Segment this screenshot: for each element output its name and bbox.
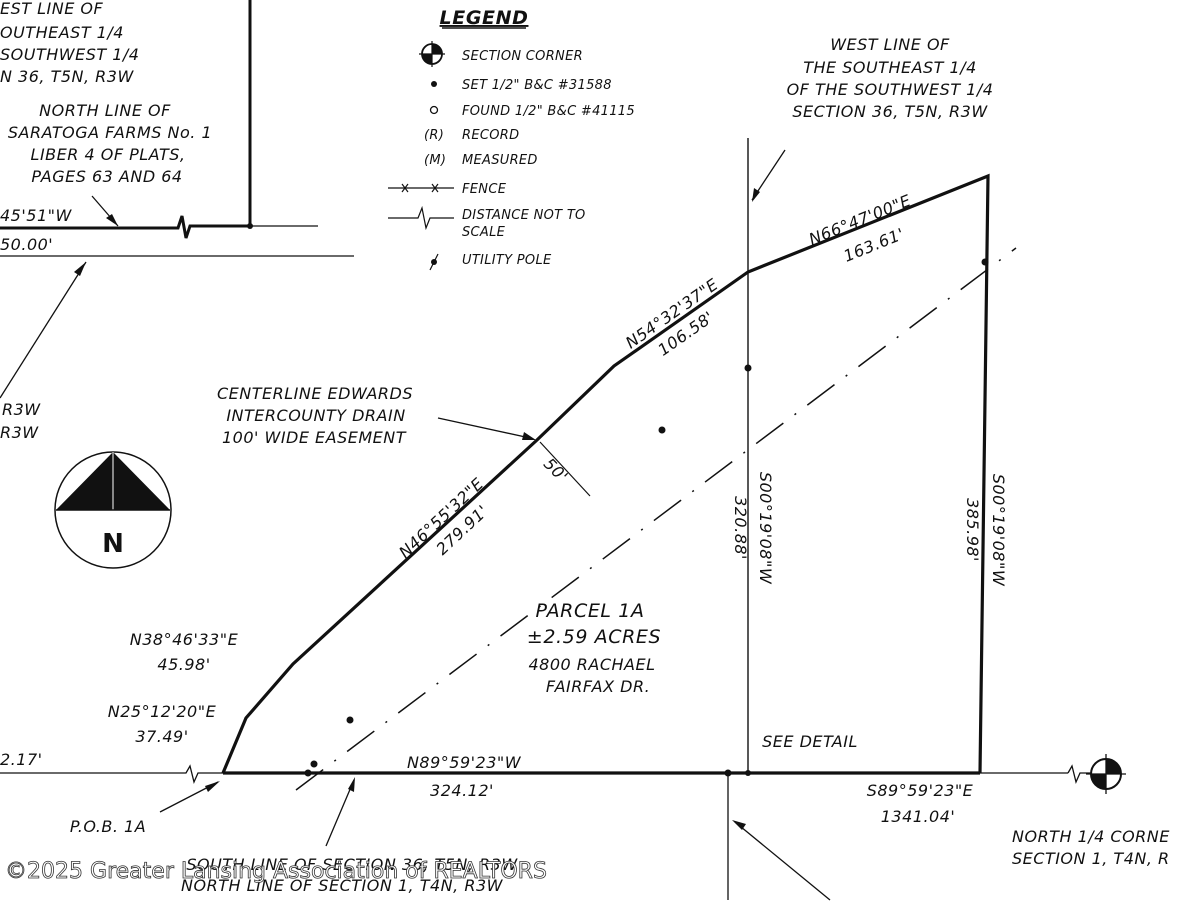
section-corner-icon bbox=[419, 41, 445, 67]
west-line-3: OF THE SOUTHWEST 1/4 bbox=[787, 80, 994, 99]
copyright-watermark: ©2025 Greater Lansing Association of REA… bbox=[5, 859, 547, 884]
drain-line-1: CENTERLINE EDWARDS bbox=[217, 384, 413, 403]
north-line-3: LIBER 4 OF PLATS, bbox=[31, 145, 186, 164]
parcel-area: ±2.59 ACRES bbox=[527, 626, 661, 648]
west-line-1: WEST LINE OF bbox=[830, 35, 950, 54]
legend-set-pin: SET 1/2" B&C #31588 bbox=[462, 78, 612, 93]
survey-markers bbox=[304, 258, 989, 777]
legend-found-pin: FOUND 1/2" B&C #41115 bbox=[462, 104, 635, 119]
legend-record-symbol: (R) bbox=[424, 128, 444, 143]
adjacent-line-2: OUTHEAST 1/4 bbox=[0, 23, 124, 42]
south-line-2: NORTH LINE OF SECTION 1, T4N, R3W bbox=[181, 876, 504, 895]
south-bearing: N89°59'23"W bbox=[407, 753, 522, 772]
south-distance: 324.12' bbox=[430, 781, 494, 800]
east-line-distance: 385.98' bbox=[963, 498, 982, 562]
see-detail-note: SEE DETAIL bbox=[762, 732, 858, 751]
leaders bbox=[159, 149, 831, 901]
legend: LEGEND SECTION CORNER SET 1/2" B&C #3158… bbox=[388, 7, 635, 271]
mid-line-distance: 320.88' bbox=[731, 496, 750, 560]
section-distance: 1341.04' bbox=[881, 807, 956, 826]
north-line-4: PAGES 63 AND 64 bbox=[31, 167, 182, 186]
west-line-label: WEST LINE OF THE SOUTHEAST 1/4 OF THE SO… bbox=[787, 35, 994, 121]
pob-label: P.O.B. 1A bbox=[70, 817, 146, 836]
left-partial-distance: 2.17' bbox=[0, 750, 43, 769]
north-arrow-letter: N bbox=[102, 529, 124, 559]
north-line-2: SARATOGA FARMS No. 1 bbox=[8, 123, 212, 142]
parcel-label: PARCEL 1A ±2.59 ACRES 4800 RACHAEL FAIRF… bbox=[527, 600, 661, 696]
easement-offset: 50' bbox=[540, 454, 572, 486]
north-line-1: NORTH LINE OF bbox=[39, 101, 171, 120]
west-line-2: THE SOUTHEAST 1/4 bbox=[803, 58, 977, 77]
legend-section-corner: SECTION CORNER bbox=[462, 49, 583, 64]
section-corner-icon bbox=[1086, 754, 1126, 794]
parcel-boundary bbox=[0, 138, 1092, 900]
section-bearing: S89°59'23"E bbox=[867, 781, 974, 800]
north-arrow-icon: N bbox=[54, 451, 172, 569]
drain-centerline bbox=[295, 247, 1017, 791]
left-distance: 50.00' bbox=[0, 235, 53, 254]
course-4-distance: 45.98' bbox=[157, 655, 210, 674]
course-5-bearing: N25°12'20"E bbox=[108, 702, 217, 721]
legend-measured-symbol: (M) bbox=[424, 153, 446, 168]
left-r3w-1: R3W bbox=[2, 400, 41, 419]
north-quarter-1: NORTH 1/4 CORNE bbox=[1012, 827, 1170, 846]
drain-line-2: INTERCOUNTY DRAIN bbox=[226, 406, 405, 425]
drain-label: CENTERLINE EDWARDS INTERCOUNTY DRAIN 100… bbox=[217, 384, 413, 447]
adjacent-line-3: SOUTHWEST 1/4 bbox=[0, 45, 139, 64]
legend-not-to-scale-1: DISTANCE NOT TO bbox=[462, 208, 586, 223]
adjacent-description: EST LINE OF OUTHEAST 1/4 SOUTHWEST 1/4 N… bbox=[0, 0, 139, 86]
course-4-bearing: N38°46'33"E bbox=[130, 630, 239, 649]
drain-line-3: 100' WIDE EASEMENT bbox=[222, 428, 407, 447]
south-line-label: SOUTH LINE OF SECTION 36, T5N, R3W NORTH… bbox=[181, 855, 518, 895]
west-line-4: SECTION 36, T5N, R3W bbox=[792, 102, 988, 121]
legend-record: RECORD bbox=[462, 128, 519, 143]
legend-utility-pole: UTILITY POLE bbox=[462, 253, 552, 268]
legend-not-to-scale-2: SCALE bbox=[462, 225, 506, 240]
legend-title: LEGEND bbox=[440, 7, 529, 29]
legend-measured: MEASURED bbox=[462, 153, 538, 168]
east-line-bearing: S00°19'08"W bbox=[989, 474, 1008, 587]
break-line-icon bbox=[388, 205, 454, 231]
fence-icon bbox=[388, 183, 454, 193]
utility-pole-icon bbox=[429, 253, 439, 271]
north-quarter-2: SECTION 1, T4N, R bbox=[1012, 849, 1170, 868]
left-r3w-2: R3W bbox=[0, 423, 39, 442]
adjacent-line-4: N 36, T5N, R3W bbox=[0, 67, 134, 86]
adjacent-line-1: EST LINE OF bbox=[0, 0, 104, 18]
legend-fence: FENCE bbox=[462, 182, 507, 197]
adjacent-lot-lines bbox=[0, 0, 354, 399]
parcel-address-1: 4800 RACHAEL bbox=[528, 655, 655, 674]
mid-line-bearing: S00°19'08"W bbox=[756, 472, 775, 585]
parcel-name: PARCEL 1A bbox=[535, 600, 644, 622]
north-line-label: NORTH LINE OF SARATOGA FARMS No. 1 LIBER… bbox=[8, 101, 212, 186]
south-line-1: SOUTH LINE OF SECTION 36, T5N, R3W bbox=[186, 855, 518, 874]
course-5-distance: 37.49' bbox=[135, 727, 188, 746]
north-quarter-label: NORTH 1/4 CORNE SECTION 1, T4N, R bbox=[1012, 827, 1170, 868]
left-bearing: 45'51"W bbox=[0, 206, 72, 225]
set-pin-icon bbox=[431, 81, 437, 87]
parcel-address-2: FAIRFAX DR. bbox=[546, 677, 650, 696]
found-pin-icon bbox=[429, 105, 439, 115]
